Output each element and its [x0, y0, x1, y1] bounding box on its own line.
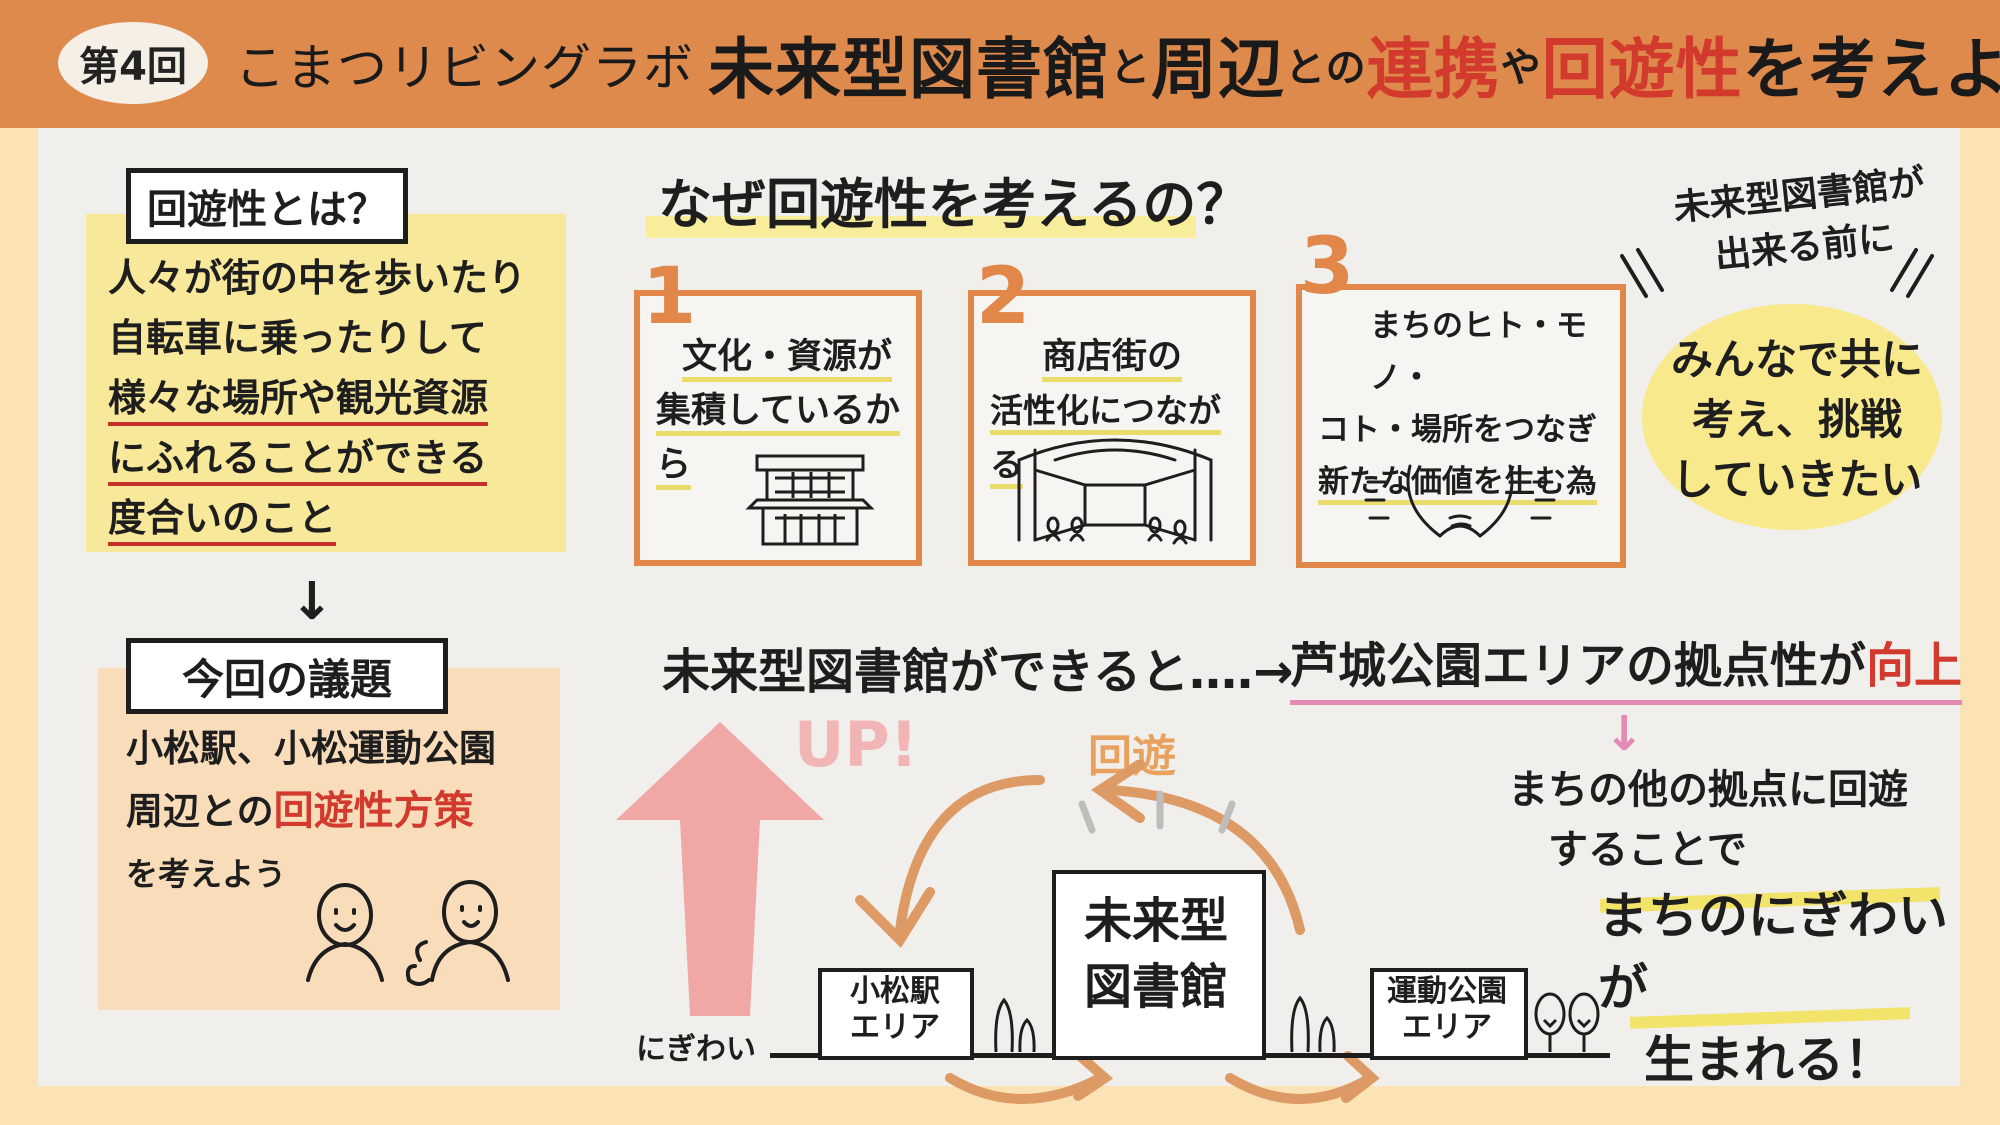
- definition-text: 人々が街の中を歩いたり 自転車に乗ったりして 様々な場所や観光資源 にふれること…: [108, 248, 558, 548]
- people-and-trees: [994, 992, 1600, 1053]
- flow-down-arrow: ↓: [1604, 706, 1645, 762]
- title-part1: 未来型図書館: [708, 31, 1110, 108]
- emphasis-marks: [1620, 248, 1934, 298]
- topic-line-2a: 周辺との: [126, 790, 274, 833]
- episode-badge: 第4回: [58, 22, 208, 104]
- shopping-arcade-icon: [1017, 438, 1213, 545]
- reason-2-line-1: 商店街の: [1042, 337, 1183, 382]
- reason-text-1: 文化・資源が 集積しているから: [656, 330, 906, 492]
- bubble-line-1: みんなで共に: [1670, 335, 1923, 384]
- title-red2: 回遊性: [1541, 31, 1743, 108]
- topic-label: 今回の議題: [126, 638, 448, 714]
- result-text: まちの他の拠点に回遊 することで: [1508, 760, 1948, 880]
- why-heading-highlight: [646, 216, 1196, 238]
- series-name: こまつリビングラボ: [235, 39, 694, 97]
- title-mini2: との: [1285, 45, 1367, 91]
- nigiwai-label: にぎわい: [636, 1032, 756, 1067]
- reason-card-1: [634, 290, 922, 566]
- topic-text: 小松駅、小松運動公園 周辺との回遊性方策 を考えよう: [126, 718, 566, 905]
- park-line-2: エリア: [1402, 1010, 1492, 1045]
- reason-number-3: 3: [1300, 222, 1355, 312]
- library-label: 未来型 図書館: [1056, 888, 1256, 1020]
- up-arrow: [616, 722, 824, 1016]
- building-icon: [745, 454, 875, 546]
- park-line-1: 運動公園: [1387, 974, 1507, 1009]
- park-area-building: [1370, 968, 1528, 1060]
- reason-card-2: [968, 290, 1256, 566]
- title-mini1: と: [1110, 45, 1151, 91]
- reason-number-1: 1: [642, 252, 697, 342]
- topic-line-2b: 回遊性方策: [273, 788, 474, 834]
- handshake-icon: [1364, 464, 1556, 538]
- up-label: UP!: [794, 708, 919, 781]
- reason-1-line-2: 集積しているから: [656, 391, 900, 490]
- station-line-2: エリア: [850, 1010, 940, 1045]
- flow-right-text: 芦城公園エリアの拠点性が向上: [1290, 626, 1963, 705]
- definition-line-1: 人々が街の中を歩いたり: [108, 256, 527, 300]
- definition-line-3: 様々な場所や観光資源: [108, 376, 489, 426]
- title-part2: 周辺: [1151, 31, 1285, 108]
- library-building: [1052, 870, 1266, 1060]
- result-line-2: することで: [1548, 827, 1747, 873]
- topic-line-3: を考えよう: [126, 855, 287, 893]
- library-line-2: 図書館: [1083, 959, 1228, 1015]
- reason-1-line-1: 文化・資源が: [682, 337, 893, 382]
- definition-line-2: 自転車に乗ったりして: [108, 316, 487, 360]
- page-title: こまつリビングラボ 未来型図書館 と 周辺 との 連携 や 回遊性 を考えよう: [235, 22, 2000, 108]
- station-line-1: 小松駅: [850, 974, 940, 1009]
- title-mini3: や: [1500, 45, 1542, 91]
- header-banner: 第4回 こまつリビングラボ 未来型図書館 と 周辺 との 連携 や 回遊性 を考…: [0, 0, 2000, 128]
- reason-text-2: 商店街の 活性化につながる: [990, 330, 1242, 492]
- bubble-line-2: 考え、挑戦: [1691, 395, 1902, 444]
- title-red1: 連携: [1366, 31, 1501, 108]
- station-area-label: 小松駅 エリア: [830, 974, 960, 1046]
- reason-number-2: 2: [976, 252, 1031, 342]
- reason-2-line-2: 活性化につながる: [990, 391, 1221, 489]
- park-area-label: 運動公園 エリア: [1374, 974, 1520, 1046]
- flow-right-red: 向上: [1866, 638, 1963, 694]
- topic-line-1: 小松駅、小松運動公園: [126, 727, 496, 770]
- result-line-4: 生まれる！: [1644, 1031, 1894, 1089]
- bubble-text: みんなで共に 考え、挑戦 していきたい: [1652, 330, 1942, 510]
- flow-left-text: 未来型図書館ができると‥‥→: [662, 644, 1294, 700]
- definition-line-5: 度合いのこと: [108, 496, 337, 546]
- definition-label: 回遊性とは？: [126, 168, 408, 244]
- flow-right-main: 芦城公園エリアの拠点性が: [1290, 638, 1867, 694]
- result-emphasis: まちのにぎわいが 生まれる！: [1598, 880, 1958, 1096]
- definition-line-4: にふれることができる: [108, 436, 488, 486]
- library-line-1: 未来型: [1083, 893, 1228, 949]
- topic-panel: [98, 668, 560, 1010]
- down-arrow-left: ↓: [290, 572, 334, 632]
- bubble-line-3: していきたい: [1671, 455, 1923, 504]
- reason-3-line-1: まちのヒト・モノ・: [1370, 308, 1587, 396]
- reason-3-line-2: コト・場所をつなぎ: [1318, 412, 1597, 448]
- circulation-arrows: [855, 760, 1380, 1104]
- definition-panel: [86, 214, 566, 552]
- title-end: を考えよう: [1742, 31, 2000, 108]
- result-line-3: まちのにぎわいが: [1598, 887, 1948, 1017]
- why-heading: なぜ回遊性を考えるの？: [658, 173, 1251, 236]
- two-people-illustration: [306, 880, 510, 986]
- speech-bubble: [1642, 304, 1942, 530]
- result-line-1: まちの他の拠点に回遊: [1508, 767, 1908, 813]
- station-area-building: [818, 968, 974, 1060]
- reason-card-3: [1296, 284, 1626, 568]
